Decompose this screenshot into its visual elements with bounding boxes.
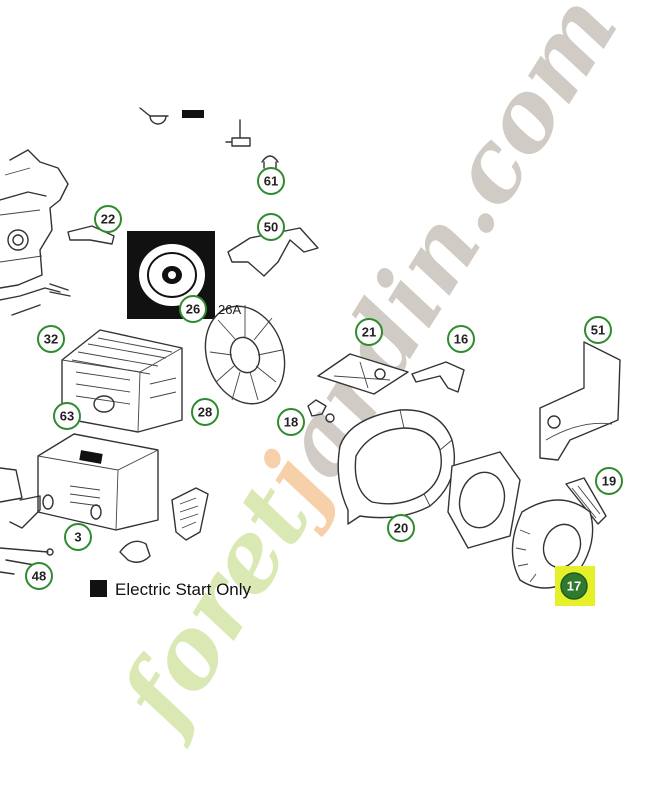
callout-22-label: 22 xyxy=(101,212,115,227)
part-16-bracket xyxy=(411,361,465,393)
legend-swatch xyxy=(90,580,107,597)
callout-19-label: 19 xyxy=(602,474,616,489)
legend-label: Electric Start Only xyxy=(115,580,252,599)
part-top-fragment xyxy=(139,107,204,125)
callout-20[interactable]: 20 xyxy=(387,514,415,542)
callout-3[interactable]: 3 xyxy=(64,523,92,551)
callout-26[interactable]: 26 xyxy=(179,295,207,323)
callout-17-label: 17 xyxy=(567,579,581,594)
callout-16-label: 16 xyxy=(454,332,468,347)
part-28-fan xyxy=(204,305,286,405)
callout-51-label: 51 xyxy=(591,323,605,338)
callout-32[interactable]: 32 xyxy=(37,325,65,353)
callout-28-label: 28 xyxy=(198,405,212,420)
part-26-flywheel xyxy=(127,231,215,319)
callout-17-badge xyxy=(560,572,588,600)
callout-26A-label: 26A xyxy=(218,302,241,317)
part-61-clip xyxy=(225,119,279,169)
callout-22[interactable]: 22 xyxy=(94,205,122,233)
callout-48-label: 48 xyxy=(32,569,46,584)
callout-26-label: 26 xyxy=(186,302,200,317)
callout-28[interactable]: 28 xyxy=(191,398,219,426)
callout-17-highlighted[interactable]: 17 xyxy=(555,566,595,606)
part-22-bracket xyxy=(67,225,115,245)
part-gasket xyxy=(447,451,521,549)
part-3-muffler xyxy=(37,433,159,531)
callout-21-label: 21 xyxy=(362,325,376,340)
part-51-side-shield xyxy=(539,341,621,461)
callout-3-label: 3 xyxy=(74,530,81,545)
callout-50-label: 50 xyxy=(264,220,278,235)
part-20-blower-housing xyxy=(337,409,456,525)
callout-48[interactable]: 48 xyxy=(25,562,53,590)
callout-63-label: 63 xyxy=(60,409,74,424)
part-32-heat-shield xyxy=(61,329,183,433)
part-engine-block xyxy=(0,149,71,316)
callout-20-label: 20 xyxy=(394,521,408,536)
part-21-plate xyxy=(317,353,409,395)
callout-61[interactable]: 61 xyxy=(257,167,285,195)
callout-32-label: 32 xyxy=(44,332,58,347)
part-air-grille xyxy=(171,487,209,541)
callout-61-label: 61 xyxy=(264,174,278,189)
callout-21[interactable]: 21 xyxy=(355,318,383,346)
part-18-fastener xyxy=(307,399,335,423)
callout-18-label: 18 xyxy=(284,415,298,430)
callout-50[interactable]: 50 xyxy=(257,213,285,241)
part-wire-harness xyxy=(119,540,151,563)
callout-63[interactable]: 63 xyxy=(53,402,81,430)
callout-16[interactable]: 16 xyxy=(447,325,475,353)
part-left-fragments xyxy=(0,467,54,575)
callout-51[interactable]: 51 xyxy=(584,316,612,344)
legend: Electric Start Only xyxy=(90,580,252,599)
callout-19[interactable]: 19 xyxy=(595,467,623,495)
callout-18[interactable]: 18 xyxy=(277,408,305,436)
